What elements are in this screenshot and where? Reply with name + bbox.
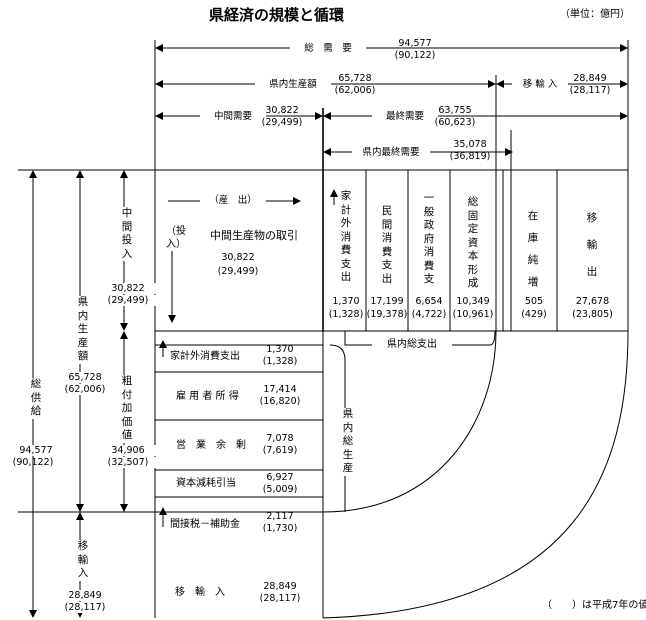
value-added-row-label: 営 業 余 剰 <box>176 440 246 451</box>
final-column-value: 10,349 <box>456 296 490 307</box>
final-column-label: 在庫純増 <box>527 210 539 288</box>
total-supply-value: 94,577 <box>6 445 66 456</box>
value-added-row-value: 1,370 <box>266 344 294 355</box>
left-imports-prev: (28,117) <box>55 602 115 613</box>
value-added-row-label: 雇 用 者 所 得 <box>176 391 239 402</box>
final-column-value: 505 <box>524 296 544 307</box>
value-added-row-value: 2,117 <box>266 511 294 522</box>
left-imports-value: 28,849 <box>55 590 115 601</box>
page-title: 県経済の規模と循環 <box>209 6 345 24</box>
final-column-label: 民間消費支出 <box>381 205 393 285</box>
intermediate-demand-label: 中間需要 <box>200 111 266 122</box>
imports-top-value: 28,849 <box>573 73 607 84</box>
final-column-label: 移輸出 <box>586 212 598 278</box>
final-column-label: 家計外消費支出 <box>340 190 352 283</box>
value-added-row-prev: (1,328) <box>262 356 298 367</box>
imports-top-prev: (28,117) <box>569 85 611 96</box>
gross-expenditure-label: 県内総支出 <box>372 339 452 350</box>
total-demand-label: 総 需 要 <box>290 43 366 54</box>
final-column-value: 17,199 <box>370 296 404 307</box>
intermediate-input-label: 中間投入 <box>117 207 137 261</box>
output-label: （産 出） <box>200 195 266 206</box>
final-column-value: 27,678 <box>575 296 610 307</box>
value-added-row-label: 資本減耗引当 <box>176 478 236 489</box>
input-label: （投入） <box>166 226 186 251</box>
final-demand-label: 最終需要 <box>372 111 438 122</box>
final-column-prev: (4,722) <box>411 309 447 320</box>
gross-production-label: 県内総生産 <box>338 408 358 476</box>
left-gross-product-value: 65,728 <box>55 372 115 383</box>
intermediate-demand-value: 30,822 <box>265 105 299 116</box>
final-column-label: 一般政府消費支 <box>423 192 435 285</box>
matrix-value: 30,822 <box>221 252 255 263</box>
value-added-value: 34,906 <box>100 445 156 456</box>
import-row-label: 移 輸 入 <box>175 587 225 598</box>
final-column-value: 6,654 <box>415 296 443 307</box>
intermediate-input-value: 30,822 <box>100 283 156 294</box>
final-column-value: 1,370 <box>332 296 360 307</box>
imports-top-label: 移 輸 入 <box>512 79 568 90</box>
intermediate-input-prev: (29,499) <box>100 295 156 306</box>
gross-product-label: 県内生産額 <box>255 79 331 90</box>
intermediate-demand-prev: (29,499) <box>261 117 303 128</box>
total-supply-prev: (90,122) <box>12 457 54 468</box>
value-added-prev: (32,507) <box>100 457 156 468</box>
final-column-prev: (1,328) <box>328 309 364 320</box>
value-added-row-prev: (7,619) <box>262 445 298 456</box>
domestic-final-value: 35,078 <box>453 139 487 150</box>
import-row-value: 28,849 <box>263 581 297 592</box>
total-demand-value: 94,577 <box>398 38 432 49</box>
final-demand-value: 63,755 <box>438 105 472 116</box>
value-added-row-label: 家計外消費支出 <box>170 351 240 362</box>
value-added-row-label: 間接税－補助金 <box>170 519 240 530</box>
left-gross-product-label: 県内生産額 <box>73 296 93 364</box>
left-gross-product-prev: (62,006) <box>55 384 115 395</box>
import-row-prev: (28,117) <box>259 593 301 604</box>
final-demand-prev: (60,623) <box>434 117 476 128</box>
domestic-final-label: 県内最終需要 <box>352 147 430 158</box>
final-column-prev: (19,378) <box>366 309 408 320</box>
matrix-title: 中間生産物の取引 <box>210 229 298 242</box>
unit-label: （単位：億円） <box>560 9 630 20</box>
final-column-prev: (10,961) <box>452 309 494 320</box>
value-added-row-prev: (1,730) <box>262 523 298 534</box>
value-added-row-prev: (5,009) <box>262 484 298 495</box>
final-column-prev: (23,805) <box>572 309 613 320</box>
total-demand-prev: (90,122) <box>394 50 436 61</box>
footnote: （ ）は平成7年の値 <box>542 600 646 611</box>
final-column-prev: (429) <box>521 309 547 320</box>
value-added-row-value: 7,078 <box>266 433 294 444</box>
value-added-row-value: 6,927 <box>266 472 294 483</box>
gross-product-prev: (62,006) <box>334 85 376 96</box>
left-imports-label: 移輸入 <box>73 540 93 581</box>
total-supply-label: 総供給 <box>26 378 46 419</box>
value-added-row-prev: (16,820) <box>259 396 301 407</box>
domestic-final-prev: (36,819) <box>449 151 491 162</box>
value-added-label: 粗付加価値 <box>117 375 137 443</box>
value-added-row-value: 17,414 <box>263 384 297 395</box>
final-column-label: 総固定資本形成 <box>467 196 479 289</box>
gross-product-value: 65,728 <box>338 73 372 84</box>
matrix-prev: (29,499) <box>217 266 259 277</box>
